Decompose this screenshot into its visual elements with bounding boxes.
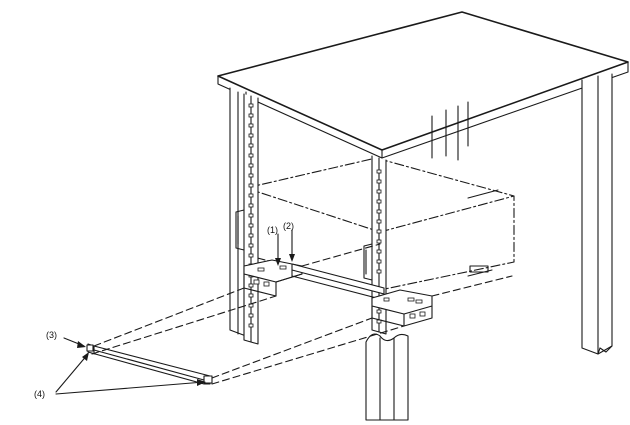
callout-arrows: [55, 229, 295, 395]
rack-rear-right-post: [431, 101, 469, 161]
callout-label-1: (1): [267, 225, 278, 235]
front-center-post: [365, 333, 409, 421]
callout-label-4: (4): [34, 389, 45, 399]
callout-label-2: (2): [283, 221, 294, 231]
rack-top: [217, 11, 629, 159]
rack-front-right-post: [581, 73, 613, 355]
callout-label-3: (3): [46, 330, 57, 340]
separate-rail: [86, 287, 405, 385]
slide-rail-assembly: [243, 243, 513, 327]
